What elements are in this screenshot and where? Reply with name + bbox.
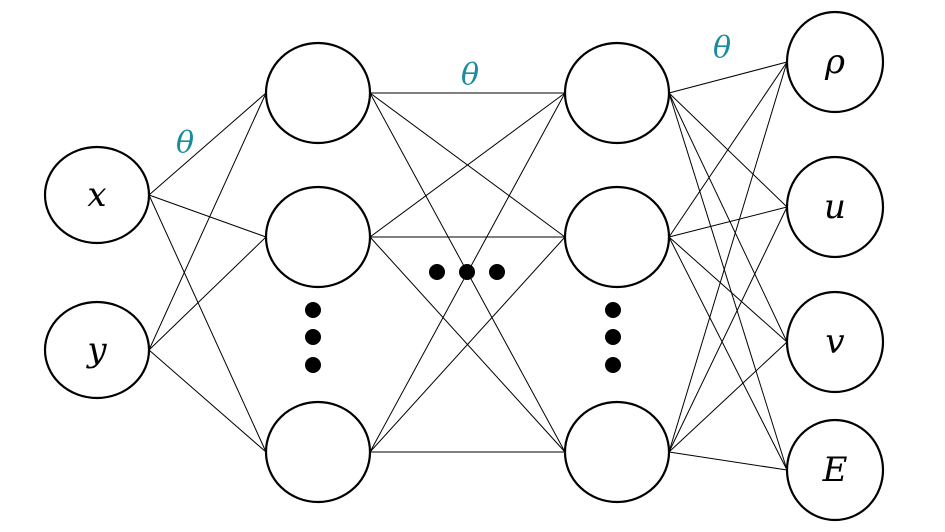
output-node-0 [785,10,885,114]
edge-hidden2-1-output-2 [668,236,788,343]
edge-hidden2-0-output-3 [668,92,788,471]
vertical-dot-0-2 [305,357,321,373]
edge-hidden2-2-output-3 [668,451,788,471]
vertical-dot-0-1 [305,329,321,345]
weight-labels: θ θ θ [176,31,731,161]
input-label-1: y [85,330,107,370]
edge-hidden2-2-output-2 [668,341,788,453]
input-node-1 [43,300,151,400]
nodes: x y ρ u vE [43,10,885,522]
edge-hidden2-2-output-1 [668,206,788,453]
edge-hidden2-0-output-2 [668,92,788,343]
vertical-dot-1-0 [605,302,621,318]
hidden1-node-1 [264,185,372,289]
edge-input-1-hidden1-1 [148,236,267,351]
input-node-0 [43,145,151,245]
vertical-dot-1-2 [605,357,621,373]
edge-hidden2-0-output-0 [668,61,788,94]
edge-hidden2-1-output-3 [668,236,788,471]
output-label-1: u [824,187,846,227]
hidden1-node-0 [264,41,372,145]
theta-label-1: θ [461,58,479,93]
theta-label-2: θ [713,31,731,66]
hidden2-node-2 [563,400,671,504]
vertical-dot-0-0 [305,302,321,318]
edge-hidden2-1-output-0 [668,61,788,238]
input-label-0: x [87,175,106,215]
edge-input-0-hidden1-2 [148,194,267,453]
edge-input-1-hidden1-0 [148,92,267,351]
output-node-2 [785,290,885,394]
output-label-2: v [825,322,844,362]
edge-input-0-hidden1-1 [148,194,267,238]
output-node-1 [785,155,885,259]
edge-hidden1-2-hidden2-1 [369,236,566,453]
hidden2-node-1 [563,185,671,289]
hidden1-node-2 [264,400,372,504]
horizontal-dot-0 [429,264,445,280]
vertical-dot-1-1 [605,329,621,345]
edge-hidden1-1-hidden2-0 [369,92,566,238]
output-label-3: E [822,450,848,490]
edge-input-0-hidden1-0 [148,92,267,196]
theta-label-0: θ [176,126,194,161]
output-node-3 [785,418,885,522]
horizontal-dot-1 [459,264,475,280]
edge-hidden2-2-output-0 [668,61,788,453]
hidden2-node-0 [563,41,671,145]
horizontal-dot-2 [489,264,505,280]
edge-hidden2-1-output-1 [668,206,788,238]
ellipsis-dots [305,264,621,373]
edge-input-1-hidden1-2 [148,349,267,453]
output-label-0: ρ [824,42,845,82]
